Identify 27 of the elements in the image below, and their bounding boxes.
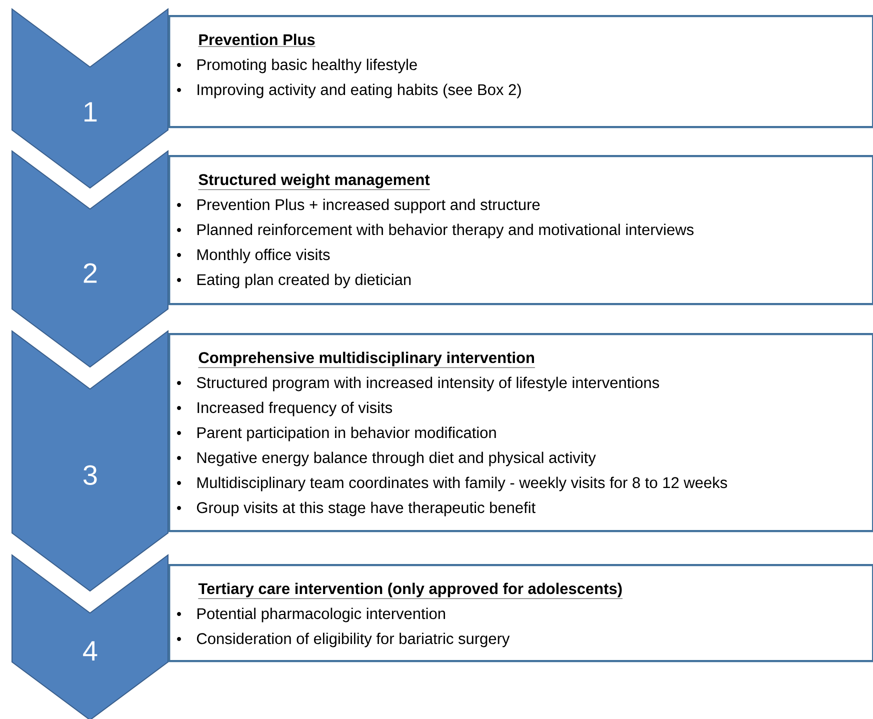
bullet-item: Monthly office visits bbox=[197, 248, 330, 264]
bullet-item: Improving activity and eating habits (see Box 2) bbox=[198, 84, 521, 98]
step-number-panel: 4 bbox=[12, 554, 168, 719]
heading: Prevention Plus bbox=[198, 34, 316, 47]
bullet-item: Group visits at this stage have therapeutic benefit bbox=[197, 502, 536, 516]
heading: Tertiary care intervention (only approved for adolescents) bbox=[198, 582, 623, 599]
heading: Comprehensive multidisciplinary intervention bbox=[198, 352, 536, 368]
text-box bbox=[168, 14, 873, 128]
bullet-item: Eating plan created by dietician bbox=[197, 274, 411, 288]
text-box bbox=[168, 564, 873, 662]
bullet-item: Negative energy balance through diet and physical activity bbox=[197, 452, 596, 466]
text-box bbox=[168, 154, 873, 306]
bullet-item: Consideration of eligibility for bariatric surgery bbox=[197, 632, 510, 648]
step-number-panel: 3 bbox=[12, 330, 168, 592]
bullet-item: Prevention Plus + increased support and structure bbox=[197, 198, 540, 214]
step-number-panel: 1 bbox=[12, 8, 168, 189]
bullet-item: Potential pharmacologic intervention bbox=[197, 608, 445, 622]
bullet-item: Parent participation in behavior modification bbox=[197, 426, 496, 442]
step-number-panel: 2 bbox=[12, 150, 168, 368]
heading: Structured weight management bbox=[198, 174, 430, 190]
node-label: 4 bbox=[83, 641, 98, 660]
bullet-item: Structured program with increased intensity of lifestyle interventions bbox=[196, 376, 660, 392]
bullet-item: Multidisciplinary team coordinates with family - weekly visits for 8 to 12 weeks bbox=[197, 476, 728, 492]
bullet-item: Planned reinforcement with behavior therapy and motivational interviews bbox=[197, 224, 694, 238]
text-box bbox=[168, 332, 873, 532]
bullet-item: Promoting basic healthy lifestyle bbox=[197, 58, 417, 74]
bullet-item: Increased frequency of visits bbox=[198, 402, 392, 416]
